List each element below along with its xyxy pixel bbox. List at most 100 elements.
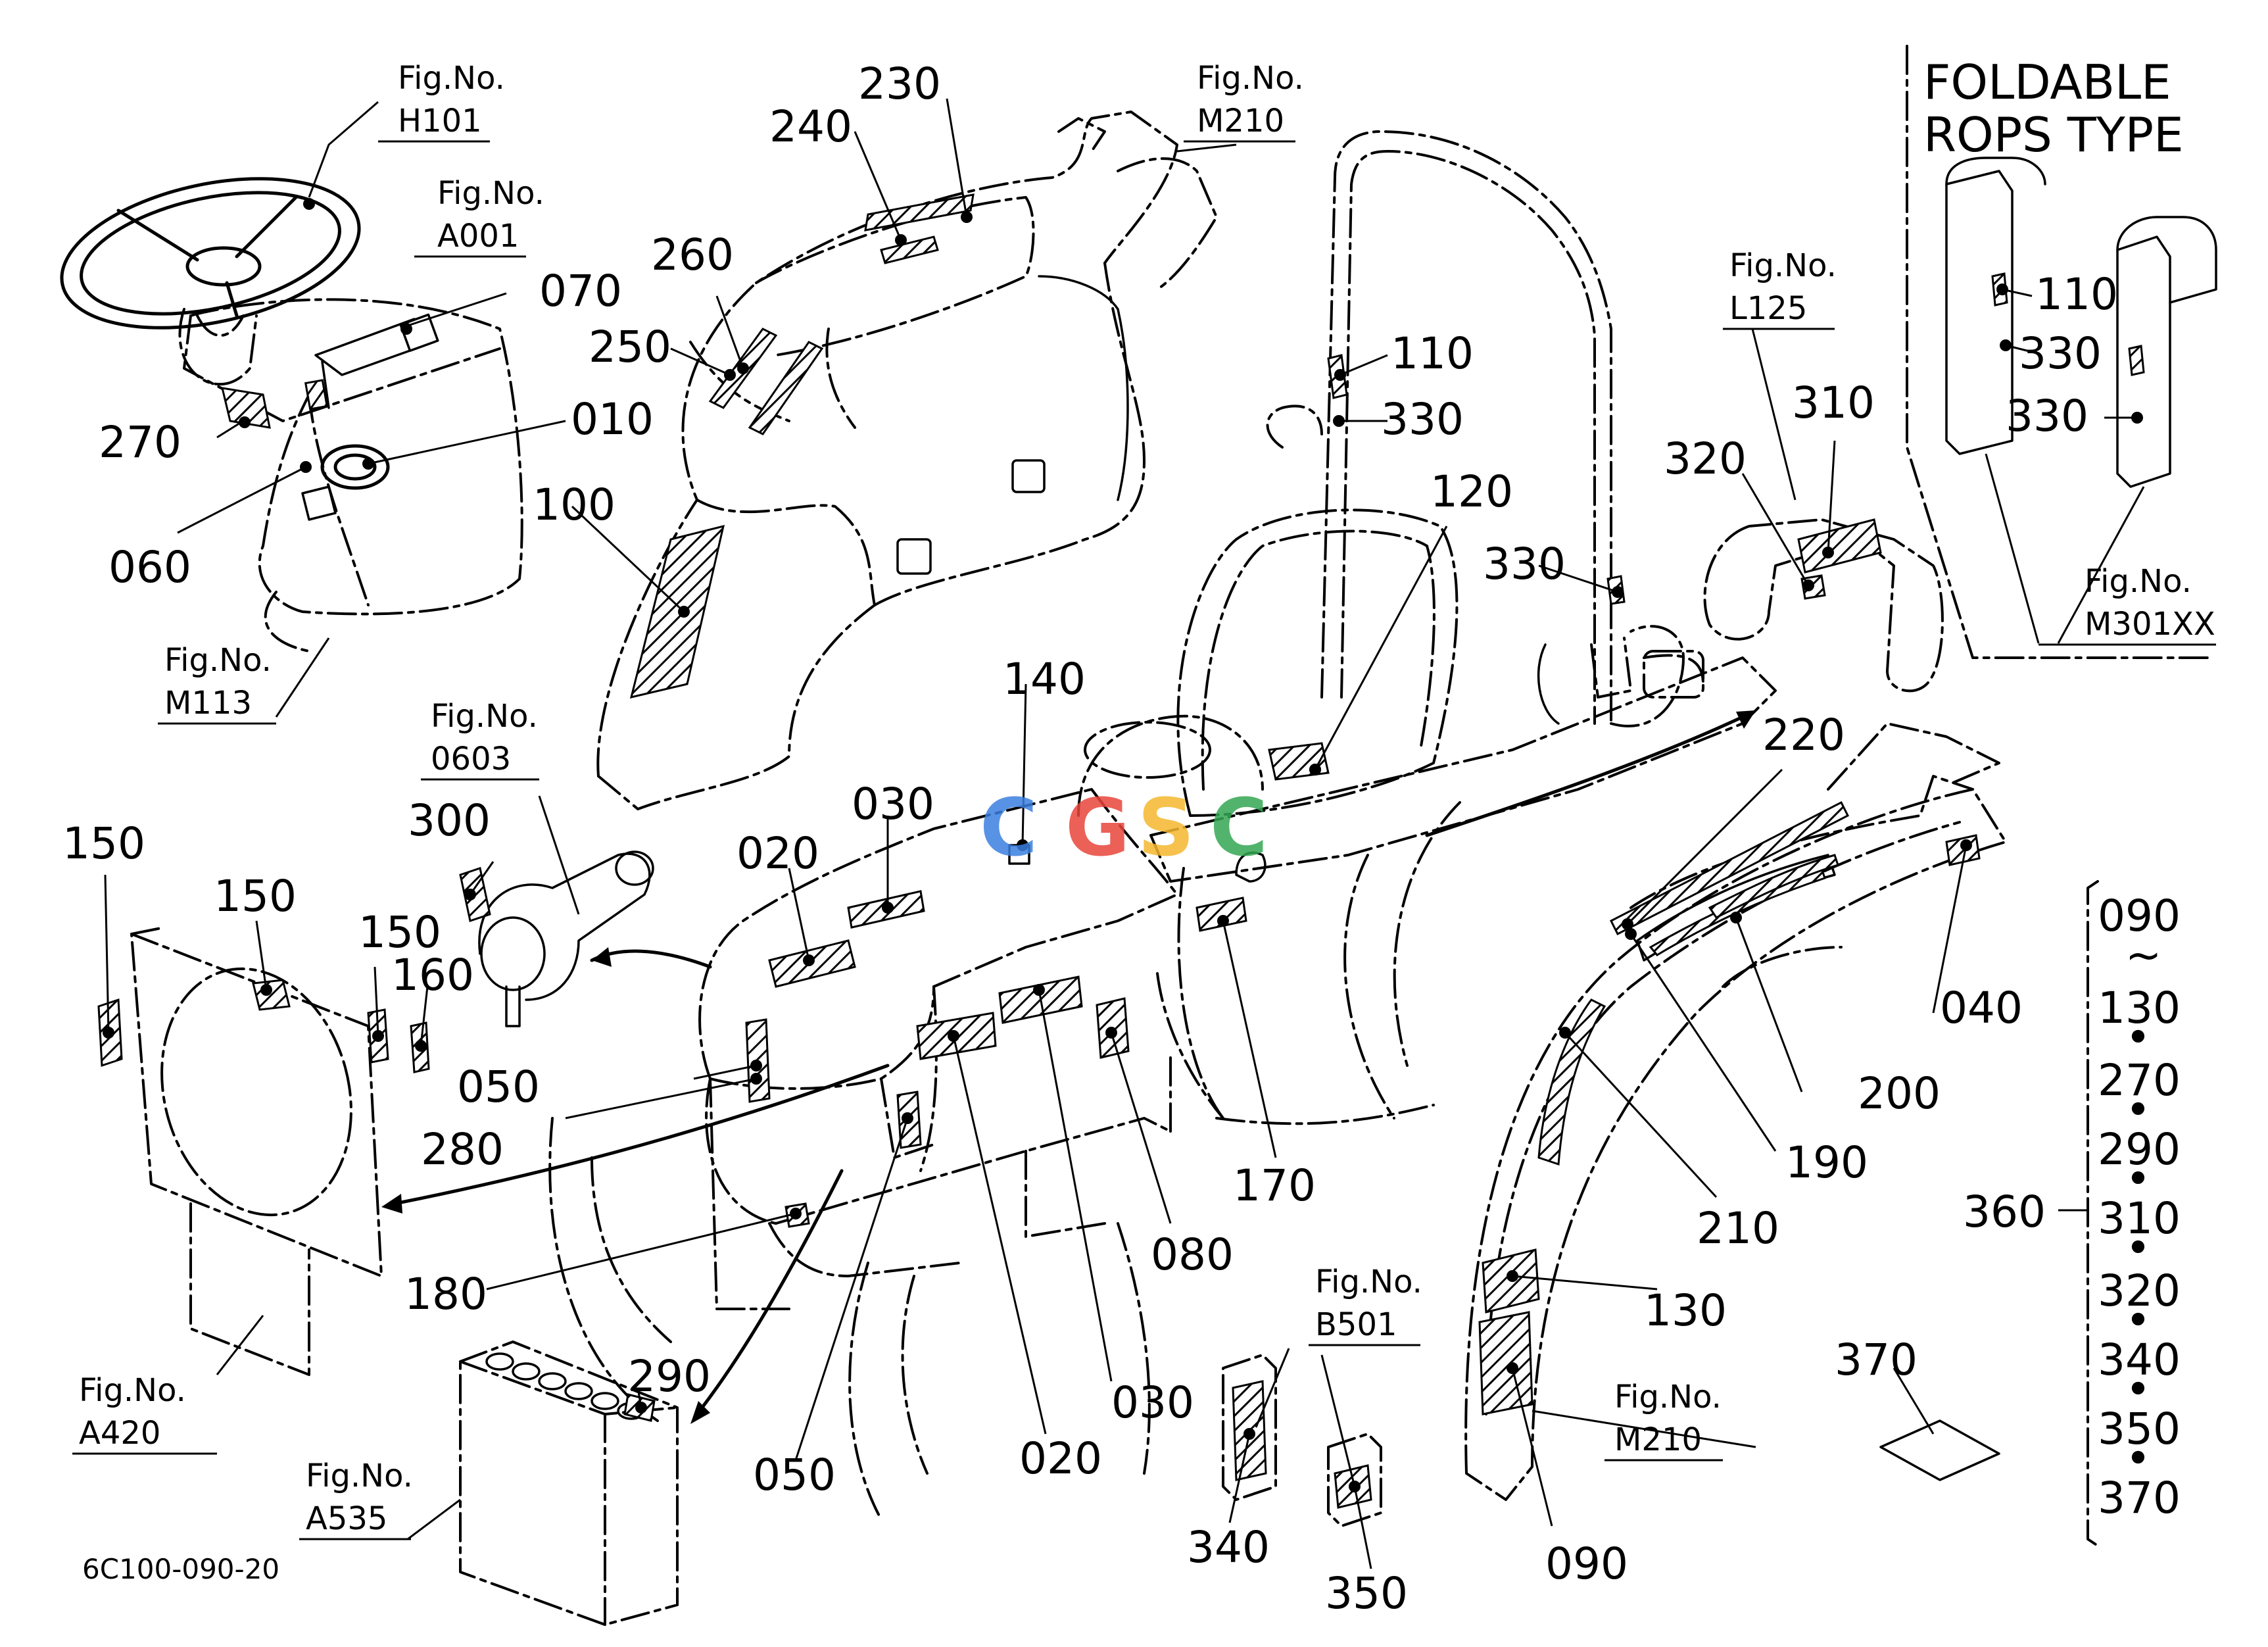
fig-ref-title: Fig.No. bbox=[164, 642, 272, 679]
card-370 bbox=[1879, 1419, 2000, 1481]
fig-ref-0603[interactable]: Fig.No. 0603 bbox=[421, 698, 539, 781]
callout-360[interactable]: 360 bbox=[1963, 1187, 2046, 1237]
callout-020[interactable]: 020 bbox=[1019, 1433, 1102, 1484]
callout-230[interactable]: 230 bbox=[858, 59, 941, 109]
fig-ref-title: Fig.No. bbox=[398, 60, 505, 97]
group-list-item: 310 bbox=[2098, 1193, 2181, 1244]
callout-160[interactable]: 160 bbox=[391, 950, 474, 1000]
callout-190[interactable]: 190 bbox=[1785, 1137, 1868, 1188]
callout-150[interactable]: 150 bbox=[358, 907, 441, 958]
fig-ref-code: A420 bbox=[79, 1415, 160, 1452]
callout-350[interactable]: 350 bbox=[1325, 1568, 1408, 1619]
group-list-item: • bbox=[2125, 1012, 2151, 1063]
fig-ref-title: Fig.No. bbox=[79, 1372, 186, 1409]
steering-column-group bbox=[60, 177, 523, 652]
group-list: 090 ~ 130 • 270 • 290 • 310 • 320 • 340 … bbox=[2098, 891, 2181, 1523]
fig-ref-a001[interactable]: Fig.No. A001 bbox=[414, 175, 544, 258]
callout-220[interactable]: 220 bbox=[1762, 710, 1845, 760]
callout-280[interactable]: 280 bbox=[421, 1124, 504, 1175]
callout-030[interactable]: 030 bbox=[852, 779, 934, 829]
fig-ref-code: 0603 bbox=[431, 741, 511, 777]
fig-ref-title: Fig.No. bbox=[306, 1458, 413, 1494]
watermark-letter: G bbox=[1065, 783, 1130, 874]
fig-ref-title: Fig.No. bbox=[2085, 563, 2192, 600]
callout-250[interactable]: 250 bbox=[589, 322, 671, 372]
fig-ref-l125[interactable]: Fig.No. L125 bbox=[1723, 247, 1837, 330]
fig-ref-m113[interactable]: Fig.No. M113 bbox=[158, 642, 276, 725]
l125-cover-group bbox=[1703, 518, 1944, 693]
callout-110[interactable]: 110 bbox=[1391, 328, 1474, 379]
callout-370[interactable]: 370 bbox=[1835, 1335, 1918, 1385]
right-fender-group bbox=[1464, 722, 2007, 1501]
fig-ref-code: H101 bbox=[398, 103, 482, 139]
fig-ref-b501[interactable]: Fig.No. B501 bbox=[1309, 1264, 1422, 1346]
callout-290[interactable]: 290 bbox=[628, 1351, 711, 1402]
callout-130[interactable]: 130 bbox=[1644, 1285, 1727, 1336]
callout-110[interactable]: 110 bbox=[2035, 269, 2118, 320]
fig-references: Fig.No. H101 Fig.No. A001 Fig.No. M113 F… bbox=[72, 60, 2216, 1540]
group-list-item: 130 bbox=[2098, 983, 2181, 1033]
group-list-item: • bbox=[2125, 1223, 2151, 1273]
callout-labels: 010 020 020 030 030 040 050 050 060 070 … bbox=[62, 59, 2118, 1619]
callout-140[interactable]: 140 bbox=[1003, 654, 1086, 704]
fig-ref-m210-top[interactable]: Fig.No. M210 bbox=[1184, 60, 1304, 143]
fig-ref-code: L125 bbox=[1729, 290, 1807, 327]
callout-040[interactable]: 040 bbox=[1940, 983, 2023, 1033]
rops-seat-group bbox=[1077, 130, 1777, 1119]
callout-300[interactable]: 300 bbox=[408, 795, 491, 846]
callout-340[interactable]: 340 bbox=[1187, 1522, 1270, 1573]
callout-070[interactable]: 070 bbox=[539, 266, 622, 316]
callout-050[interactable]: 050 bbox=[753, 1450, 836, 1500]
fig-ref-code: A535 bbox=[306, 1500, 387, 1537]
callout-320[interactable]: 320 bbox=[1664, 433, 1747, 484]
callout-170[interactable]: 170 bbox=[1233, 1160, 1316, 1211]
fig-ref-code: M210 bbox=[1197, 103, 1284, 139]
callout-150[interactable]: 150 bbox=[62, 818, 145, 869]
watermark-letter: S bbox=[1138, 783, 1194, 874]
fig-ref-a535[interactable]: Fig.No. A535 bbox=[299, 1458, 413, 1540]
callout-dots bbox=[103, 198, 2143, 1492]
callout-310[interactable]: 310 bbox=[1792, 378, 1875, 428]
callout-200[interactable]: 200 bbox=[1858, 1068, 1941, 1119]
group-list-item: 350 bbox=[2098, 1404, 2181, 1454]
callout-050[interactable]: 050 bbox=[457, 1062, 540, 1112]
fig-ref-m210-bottom[interactable]: Fig.No. M210 bbox=[1604, 1379, 1723, 1462]
foldable-title-line2: ROPS TYPE bbox=[1923, 107, 2184, 162]
fig-ref-h101[interactable]: Fig.No. H101 bbox=[378, 60, 505, 143]
fig-ref-title: Fig.No. bbox=[1614, 1379, 1722, 1415]
watermark: C G S C bbox=[980, 783, 1268, 874]
callout-080[interactable]: 080 bbox=[1151, 1229, 1234, 1280]
callout-260[interactable]: 260 bbox=[651, 230, 734, 280]
fig-ref-code: B501 bbox=[1315, 1306, 1397, 1343]
callout-180[interactable]: 180 bbox=[404, 1269, 487, 1319]
callout-330[interactable]: 330 bbox=[1381, 394, 1464, 445]
fig-ref-m301xx[interactable]: Fig.No. M301XX bbox=[2039, 563, 2216, 646]
callout-210[interactable]: 210 bbox=[1697, 1203, 1779, 1254]
fig-ref-title: Fig.No. bbox=[437, 175, 544, 212]
callout-010[interactable]: 010 bbox=[571, 394, 654, 445]
group-list-item: 340 bbox=[2098, 1335, 2181, 1385]
group-list-item: 090 bbox=[2098, 891, 2181, 941]
fig-ref-code: M113 bbox=[164, 685, 252, 722]
callout-330[interactable]: 330 bbox=[2006, 391, 2088, 441]
callout-030[interactable]: 030 bbox=[1111, 1377, 1194, 1428]
callout-330[interactable]: 330 bbox=[2019, 328, 2102, 379]
group-list-item: • bbox=[2125, 1433, 2151, 1484]
callout-090[interactable]: 090 bbox=[1545, 1538, 1628, 1589]
callout-020[interactable]: 020 bbox=[736, 828, 819, 879]
callout-270[interactable]: 270 bbox=[99, 417, 181, 468]
callout-150[interactable]: 150 bbox=[214, 871, 297, 922]
fig-ref-a420[interactable]: Fig.No. A420 bbox=[72, 1372, 217, 1455]
callout-240[interactable]: 240 bbox=[769, 101, 852, 152]
group-list-item: • bbox=[2125, 1364, 2151, 1415]
fig-ref-code: M301XX bbox=[2085, 606, 2215, 643]
foldable-title-line1: FOLDABLE bbox=[1923, 55, 2171, 110]
hood-body-group bbox=[548, 788, 1461, 1521]
callout-120[interactable]: 120 bbox=[1430, 466, 1513, 517]
callout-100[interactable]: 100 bbox=[533, 479, 615, 530]
watermark-letter: C bbox=[980, 783, 1038, 874]
callout-060[interactable]: 060 bbox=[109, 542, 191, 593]
dash-panel-group bbox=[596, 111, 1218, 810]
callout-330[interactable]: 330 bbox=[1483, 539, 1566, 589]
